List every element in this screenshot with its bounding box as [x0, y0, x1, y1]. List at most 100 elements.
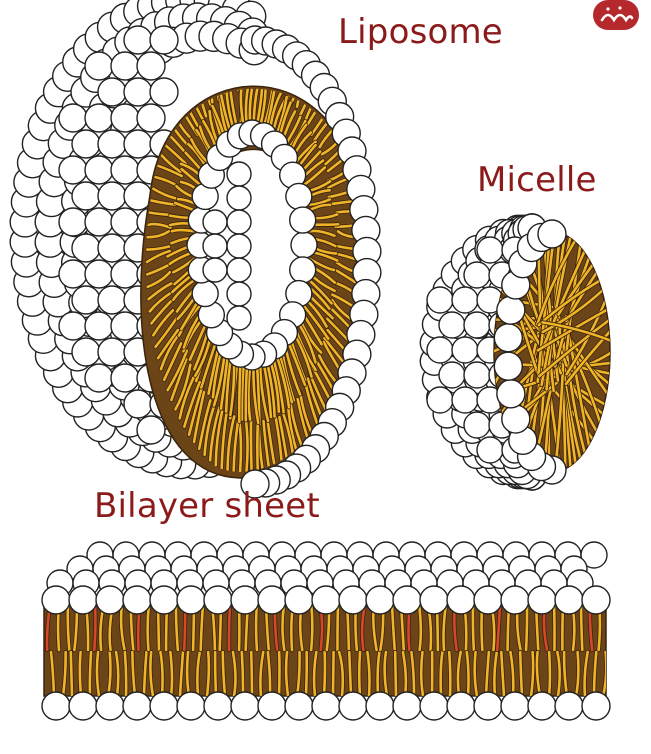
lipid-tail — [215, 652, 216, 696]
lipid-tail — [229, 604, 230, 650]
lipid-tail — [395, 652, 396, 696]
lipid-head — [497, 380, 525, 408]
lipid-head — [204, 692, 232, 720]
lipid-head — [204, 586, 232, 614]
lipid-head — [439, 362, 465, 388]
lipid-tail — [337, 604, 338, 650]
lipid-head — [111, 104, 139, 132]
lipid-head — [111, 208, 139, 236]
lipid-head — [227, 282, 251, 306]
lipid-head — [227, 162, 251, 186]
lipid-head — [69, 586, 97, 614]
lipid-tail — [216, 59, 225, 93]
lipid-head — [137, 104, 165, 132]
lipid-head — [150, 78, 178, 106]
lipid-head — [124, 26, 152, 54]
lipid-head — [452, 287, 478, 313]
lipid-head — [85, 260, 113, 288]
lipid-tail — [80, 652, 81, 696]
lipid-head — [59, 312, 87, 340]
lipid-head — [474, 692, 502, 720]
lipid-head — [203, 210, 227, 234]
lipid-head — [427, 287, 453, 313]
lipid-head — [447, 692, 475, 720]
lipid-tail — [239, 363, 240, 422]
lipid-head — [123, 692, 151, 720]
lipid-head — [339, 692, 367, 720]
lipid-head — [285, 586, 313, 614]
lipid-tail — [125, 652, 126, 696]
lipid-head — [393, 586, 421, 614]
lipid-head — [72, 130, 100, 158]
lipid-tail — [148, 604, 149, 650]
lipid-head — [477, 237, 503, 263]
lipid-head — [464, 412, 490, 438]
lipid-head — [339, 586, 367, 614]
lipid-head — [290, 257, 316, 283]
liposome-label: Liposome — [338, 12, 503, 52]
lipid-head — [501, 586, 529, 614]
lipid-head — [177, 692, 205, 720]
lipid-head — [439, 312, 465, 338]
lipid-head — [111, 312, 139, 340]
lipid-tail — [94, 604, 95, 650]
lipid-head — [96, 692, 124, 720]
lipid-head — [227, 210, 251, 234]
micelle-label: Micelle — [477, 160, 597, 200]
lipid-head — [98, 338, 126, 366]
lipid-head — [59, 104, 87, 132]
lipid-head — [528, 692, 556, 720]
lipid-head — [111, 260, 139, 288]
lipid-head — [464, 262, 490, 288]
lipid-head — [538, 220, 566, 248]
lipid-head — [582, 586, 610, 614]
lipid-head — [69, 692, 97, 720]
lipid-head — [528, 586, 556, 614]
lipid-head — [366, 692, 394, 720]
lipid-tail — [222, 55, 229, 93]
lipid-head — [227, 234, 251, 258]
lipid-head — [98, 234, 126, 262]
lipid-head — [203, 258, 227, 282]
lipid-head — [111, 156, 139, 184]
lipid-tail — [473, 604, 474, 650]
lipid-head — [111, 364, 139, 392]
lipid-head — [59, 260, 87, 288]
lipid-head — [312, 692, 340, 720]
lipid-head — [85, 208, 113, 236]
lipid-tail — [239, 422, 240, 478]
lipid-head — [494, 324, 522, 352]
lipid-head — [474, 586, 502, 614]
lipid-head — [582, 692, 610, 720]
bilayer-sheet-figure — [42, 542, 610, 720]
lipid-head — [98, 78, 126, 106]
lipid-tail — [246, 365, 247, 421]
lipid-head — [98, 286, 126, 314]
lipid-head — [72, 234, 100, 262]
lipid-head — [42, 692, 70, 720]
lipid-head — [111, 52, 139, 80]
lipid-tail — [242, 652, 243, 696]
lipid-head — [502, 405, 530, 433]
lipid-tail — [359, 652, 360, 696]
lipid-head — [123, 586, 151, 614]
lipid-tail — [90, 652, 91, 696]
lipid-head — [477, 437, 503, 463]
lipid-tail — [251, 652, 252, 696]
lipid-head — [72, 286, 100, 314]
lipid-head — [150, 692, 178, 720]
lipid-head — [150, 586, 178, 614]
lipid-head — [452, 337, 478, 363]
bilayer-sheet-label: Bilayer sheet — [94, 486, 320, 526]
liposome-figure — [10, 0, 381, 498]
lipid-head — [494, 352, 522, 380]
lipid-head — [124, 78, 152, 106]
lipid-head — [291, 232, 317, 258]
lipid-head — [137, 52, 165, 80]
lipid-tail — [526, 604, 527, 650]
lipid-head — [393, 692, 421, 720]
lipid-head — [227, 258, 251, 282]
lipid-head — [231, 586, 259, 614]
